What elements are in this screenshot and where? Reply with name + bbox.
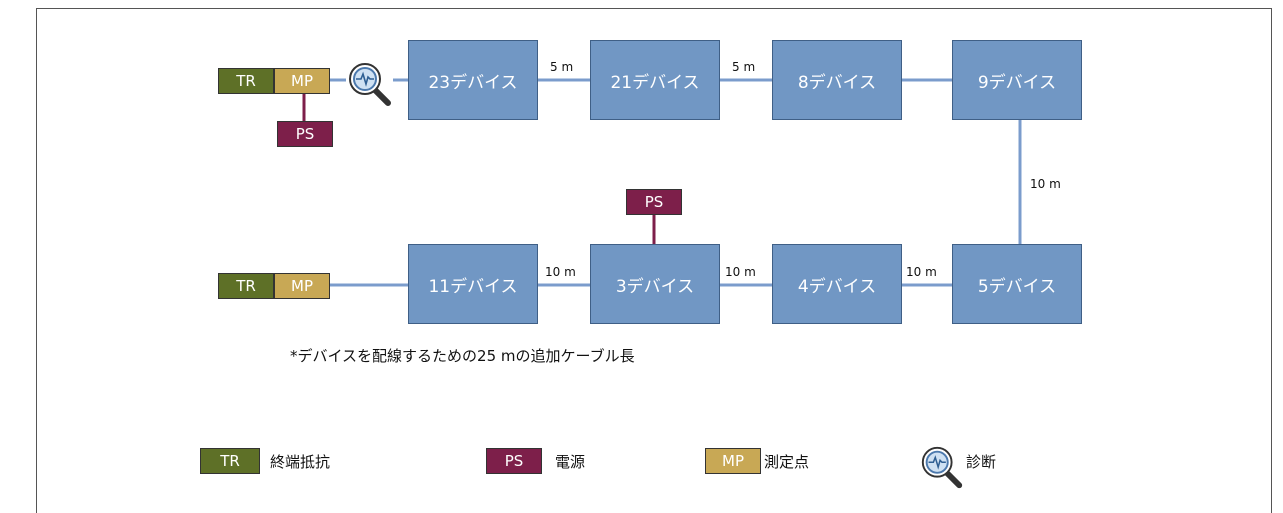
device-8: 8デバイス xyxy=(772,40,902,120)
legend-ps-label: 電源 xyxy=(555,453,586,471)
device-5: 5デバイス xyxy=(952,244,1082,324)
diagnostic-magnifier-icon xyxy=(349,63,391,106)
legend-diag-label: 診断 xyxy=(966,453,997,471)
device-9: 9デバイス xyxy=(952,40,1082,120)
device-3: 3デバイス xyxy=(590,244,720,324)
length-d3-d4: 10 m xyxy=(725,265,756,279)
length-d21-d8: 5 m xyxy=(732,60,756,74)
legend-ps-swatch: PS xyxy=(486,448,542,474)
tag-ps-top: PS xyxy=(277,121,333,147)
length-d11-d3: 10 m xyxy=(545,265,576,279)
device-4: 4デバイス xyxy=(772,244,902,324)
length-d23-d21: 5 m xyxy=(550,60,574,74)
device-11: 11デバイス xyxy=(408,244,538,324)
cable-length-note: *デバイスを配線するための25 mの追加ケーブル長 xyxy=(290,347,635,365)
diagram-frame xyxy=(36,8,1272,513)
tag-mp-bottom: MP xyxy=(274,273,330,299)
device-23: 23デバイス xyxy=(408,40,538,120)
device-21: 21デバイス xyxy=(590,40,720,120)
legend-tr-swatch: TR xyxy=(200,448,260,474)
legend-mp-label: 測定点 xyxy=(764,453,810,471)
legend-diagnostic-magnifier-icon xyxy=(921,446,963,489)
tag-mp-top: MP xyxy=(274,68,330,94)
length-d4-d5: 10 m xyxy=(906,265,937,279)
tag-tr-top: TR xyxy=(218,68,274,94)
tag-tr-bottom: TR xyxy=(218,273,274,299)
legend-mp-swatch: MP xyxy=(705,448,761,474)
length-d9-d5: 10 m xyxy=(1030,177,1061,191)
legend-tr-label: 終端抵抗 xyxy=(270,453,331,471)
tag-ps-device-3: PS xyxy=(626,189,682,215)
